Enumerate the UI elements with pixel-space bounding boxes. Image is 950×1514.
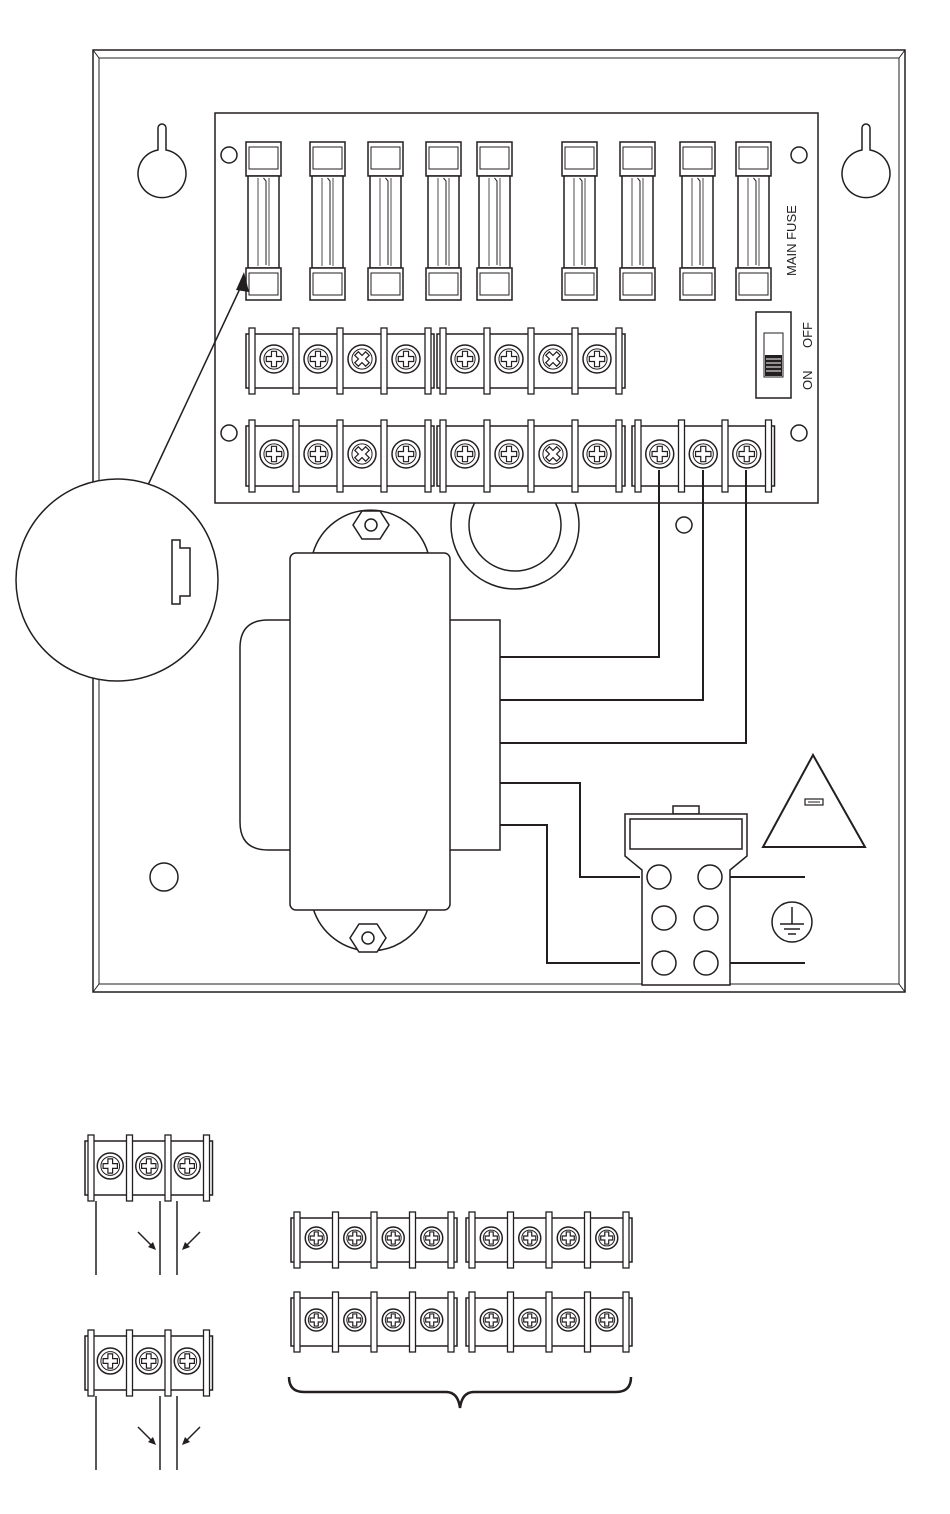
wire-leads — [96, 1201, 200, 1275]
fuse — [562, 142, 597, 300]
terminal-screw[interactable] — [344, 1227, 366, 1249]
ac-terminal-block — [625, 806, 747, 985]
terminal-screw[interactable] — [392, 345, 420, 373]
terminal-screw[interactable] — [583, 345, 611, 373]
power-switch[interactable] — [756, 312, 791, 398]
terminal-screw[interactable] — [557, 1227, 579, 1249]
terminal-screw[interactable] — [480, 1227, 502, 1249]
transformer — [240, 461, 579, 951]
terminal-screw[interactable] — [557, 1309, 579, 1331]
terminal-strip — [85, 1135, 213, 1201]
terminal-strip — [437, 420, 625, 492]
terminal-screw[interactable] — [421, 1227, 443, 1249]
fuse — [620, 142, 655, 300]
terminal-screw[interactable] — [304, 440, 332, 468]
fuse — [246, 142, 281, 300]
terminal-screw[interactable] — [421, 1309, 443, 1331]
fuse — [310, 142, 345, 300]
terminal-screw[interactable] — [260, 345, 288, 373]
terminal-screw[interactable] — [480, 1309, 502, 1331]
terminal-screw[interactable] — [174, 1348, 200, 1374]
output-terminal-strips-detail — [291, 1212, 632, 1352]
terminal-screw[interactable] — [136, 1348, 162, 1374]
fuse — [680, 142, 715, 300]
terminal-screw[interactable] — [305, 1309, 327, 1331]
terminal-strip — [291, 1292, 457, 1352]
terminal-screw[interactable] — [583, 440, 611, 468]
terminal-screw[interactable] — [304, 345, 332, 373]
mounting-hole — [150, 863, 178, 891]
terminal-screw[interactable] — [495, 440, 523, 468]
terminal-screw[interactable] — [348, 440, 376, 468]
terminal-screw[interactable] — [539, 345, 567, 373]
terminal-strip — [466, 1292, 632, 1352]
terminal-screw[interactable] — [733, 440, 761, 468]
terminal-strip — [466, 1212, 632, 1268]
terminal-screw[interactable] — [596, 1309, 618, 1331]
fuse — [477, 142, 512, 300]
wire-leads — [96, 1396, 200, 1470]
terminal-screw[interactable] — [519, 1227, 541, 1249]
terminal-screw[interactable] — [174, 1153, 200, 1179]
terminal-screw[interactable] — [260, 440, 288, 468]
terminal-screw[interactable] — [646, 440, 674, 468]
terminal-screw[interactable] — [305, 1227, 327, 1249]
terminal-screw[interactable] — [382, 1227, 404, 1249]
grouping-brace — [289, 1377, 631, 1408]
switch-off-label: OFF — [800, 322, 815, 348]
terminal-screw[interactable] — [539, 440, 567, 468]
terminal-strip — [246, 420, 434, 492]
fuse-detail-callout — [16, 272, 249, 681]
fuse-row — [246, 142, 771, 300]
terminal-screw[interactable] — [689, 440, 717, 468]
terminal-screw[interactable] — [344, 1309, 366, 1331]
terminal-screw[interactable] — [392, 440, 420, 468]
wiring-detail-3-terminal-bottom — [85, 1330, 213, 1470]
fuse-warning-triangle-icon — [763, 755, 865, 847]
terminal-screw[interactable] — [495, 345, 523, 373]
main-fuse-label: MAIN FUSE — [784, 205, 799, 276]
keyhole-icon — [842, 124, 890, 198]
fuse — [426, 142, 461, 300]
fuse — [736, 142, 771, 300]
terminal-strip — [246, 328, 434, 394]
ground-symbol-icon — [772, 902, 812, 942]
terminal-screw[interactable] — [451, 345, 479, 373]
terminal-screw[interactable] — [97, 1153, 123, 1179]
terminal-strip — [437, 328, 625, 394]
terminal-screw[interactable] — [97, 1348, 123, 1374]
keyhole-icon — [138, 124, 186, 198]
switch-on-label: ON — [800, 371, 815, 391]
board-standoff-hole — [676, 517, 692, 533]
terminal-screw[interactable] — [596, 1227, 618, 1249]
terminal-screw[interactable] — [382, 1309, 404, 1331]
wiring-detail-3-terminal-top — [85, 1135, 213, 1275]
terminal-strip — [291, 1212, 457, 1268]
terminal-screw[interactable] — [348, 345, 376, 373]
terminal-screw[interactable] — [451, 440, 479, 468]
terminal-screw[interactable] — [136, 1153, 162, 1179]
terminal-strip — [85, 1330, 213, 1396]
fuse — [368, 142, 403, 300]
terminal-screw[interactable] — [519, 1309, 541, 1331]
